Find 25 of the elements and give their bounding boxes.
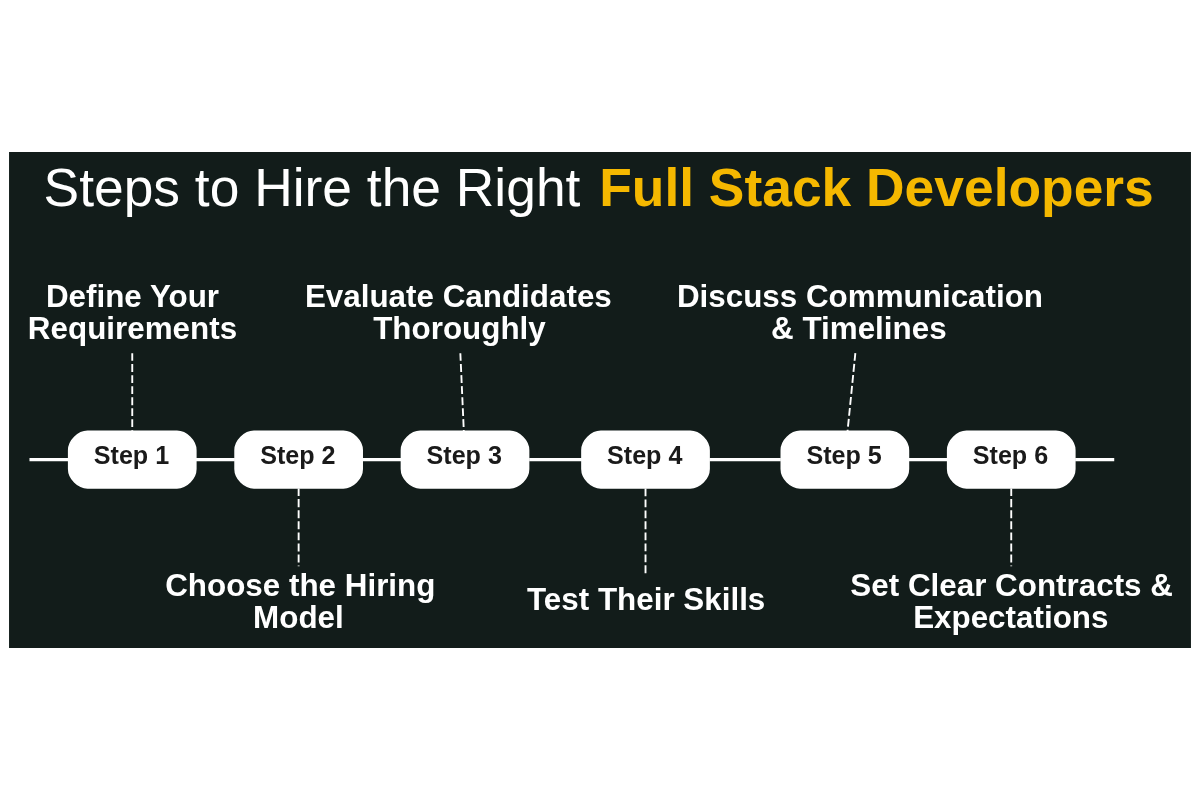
node-text: Set Clear Contracts & Expectations: [850, 568, 1173, 635]
node-box: Step 6: [946, 430, 1076, 489]
node-box: Step 5: [780, 430, 910, 489]
connector: [297, 487, 300, 568]
connector: [459, 352, 465, 433]
connector: [131, 352, 134, 433]
node-text: Choose the Hiring Model: [165, 568, 436, 635]
node-box: Step 4: [581, 430, 710, 489]
node-box: Step 3: [400, 430, 530, 489]
connector: [1075, 458, 1115, 462]
node-box: Step 2: [234, 430, 363, 489]
node-text: Define Your Requirements: [27, 279, 238, 346]
node-box: Step 1: [67, 430, 197, 489]
diagram-title: Steps to Hire the Right Full Stack Developers: [43, 157, 1154, 217]
connector: [529, 458, 582, 462]
node-text: Evaluate Candidates Thoroughly: [304, 279, 612, 346]
node-text: Discuss Communication & Timelines: [676, 279, 1044, 346]
connector: [1010, 487, 1013, 568]
connector: [195, 458, 235, 462]
connector: [846, 352, 857, 433]
node-text: Test Their Skills: [527, 582, 766, 618]
connector: [29, 458, 69, 462]
connector: [908, 458, 948, 462]
connector: [709, 458, 781, 462]
connector: [362, 458, 402, 462]
